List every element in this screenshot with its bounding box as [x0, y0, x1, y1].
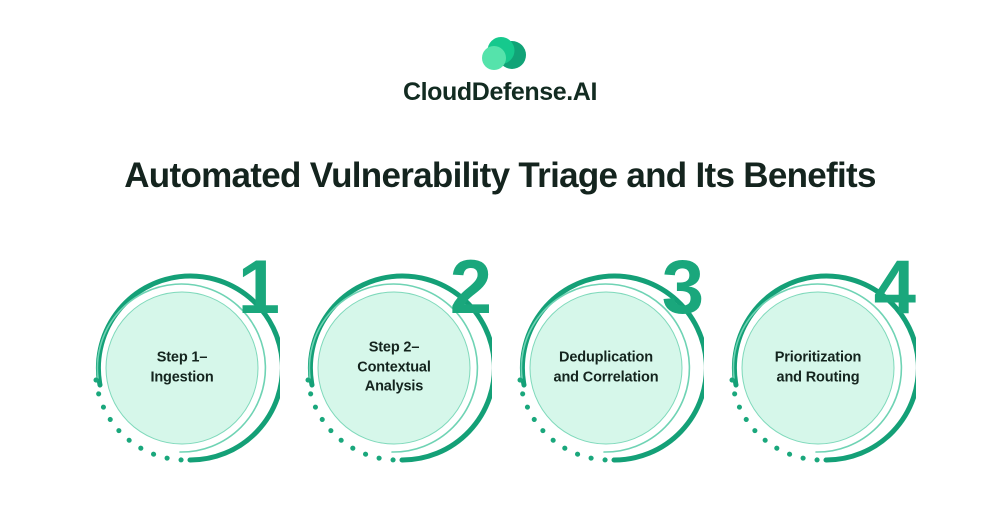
step-card-2: 2 Step 2– Contextual Analysis	[296, 250, 492, 482]
step-ring-graphic-3	[517, 273, 704, 463]
step-label-3: Deduplication and Correlation	[553, 349, 659, 385]
cloud-logo-icon	[472, 36, 528, 74]
step-number-3: 3	[661, 245, 704, 330]
brand-wordmark: CloudDefense.AI	[402, 78, 598, 106]
step-ring-graphic-4	[729, 273, 916, 463]
steps-row: 1 Step 1– Ingestion 2 Step 2– Contextual…	[0, 250, 1000, 494]
step-label-1: Step 1– Ingestion	[150, 349, 214, 385]
step-number-1: 1	[237, 245, 280, 330]
step-ring-graphic-2	[305, 273, 492, 463]
step-ring-graphic-1	[93, 273, 280, 463]
step-card-1: 1 Step 1– Ingestion	[84, 250, 280, 482]
step-card-3: 3 Deduplication and Correlation	[508, 250, 704, 482]
page-title: Automated Vulnerability Triage and Its B…	[124, 156, 876, 195]
step-number-2: 2	[449, 245, 492, 330]
step-card-4: 4 Prioritization and Routing	[720, 250, 916, 482]
brand-header: CloudDefense.AI	[0, 0, 1000, 105]
step-label-2: Step 2– Contextual Analysis	[357, 339, 431, 395]
step-number-4: 4	[873, 245, 916, 330]
step-label-4: Prioritization and Routing	[774, 349, 862, 385]
